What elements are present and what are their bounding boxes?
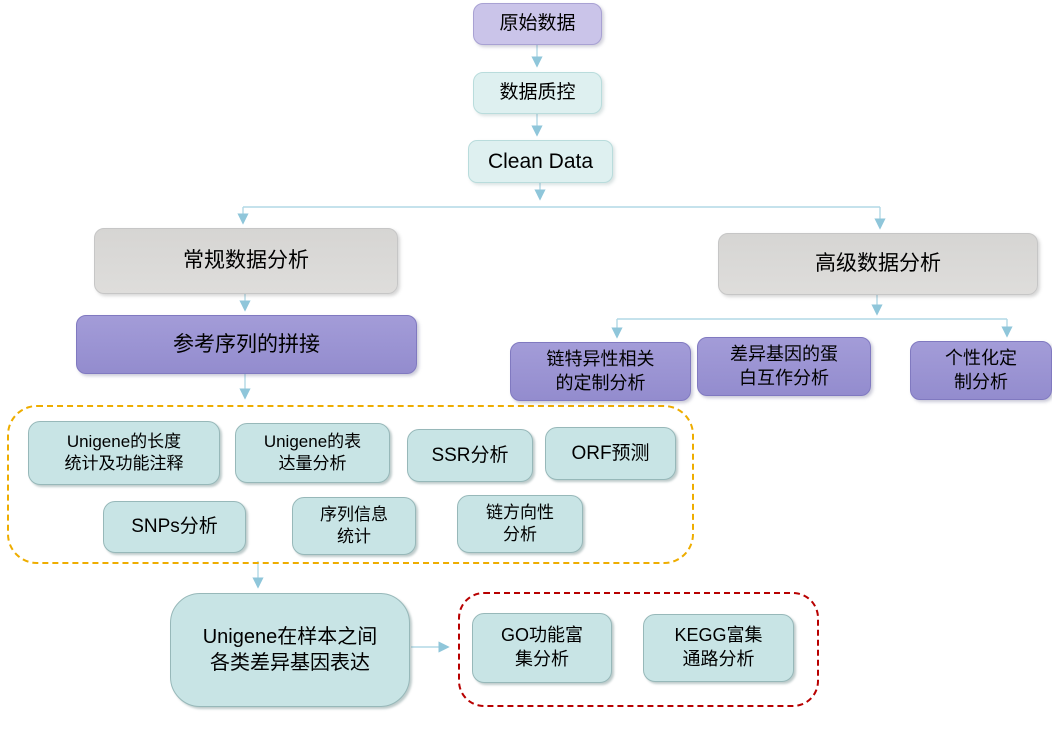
node-protein-interaction: 差异基因的蛋 白互作分析	[697, 337, 871, 396]
node-personalized-custom: 个性化定 制分析	[910, 341, 1052, 400]
node-differential-expression: Unigene在样本之间 各类差异基因表达	[170, 593, 410, 707]
node-go-enrichment: GO功能富 集分析	[472, 613, 612, 683]
node-kegg-enrichment: KEGG富集 通路分析	[643, 614, 794, 682]
node-orf-prediction: ORF预测	[545, 427, 676, 480]
node-reference-assembly: 参考序列的拼接	[76, 315, 417, 374]
node-regular-analysis: 常规数据分析	[94, 228, 398, 294]
group-enrichment-frame	[458, 592, 819, 707]
node-unigene-length-annotation: Unigene的长度 统计及功能注释	[28, 421, 220, 485]
node-strand-direction-analysis: 链方向性 分析	[457, 495, 583, 553]
node-strand-specific-custom: 链特异性相关 的定制分析	[510, 342, 691, 401]
node-advanced-analysis: 高级数据分析	[718, 233, 1038, 295]
node-unigene-expression: Unigene的表 达量分析	[235, 423, 390, 483]
node-sequence-info-stats: 序列信息 统计	[292, 497, 416, 555]
node-ssr-analysis: SSR分析	[407, 429, 533, 482]
node-data-qc: 数据质控	[473, 72, 602, 114]
node-clean-data: Clean Data	[468, 140, 613, 183]
node-snps-analysis: SNPs分析	[103, 501, 246, 553]
node-raw-data: 原始数据	[473, 3, 602, 45]
group-standard-analysis-frame	[7, 405, 694, 564]
